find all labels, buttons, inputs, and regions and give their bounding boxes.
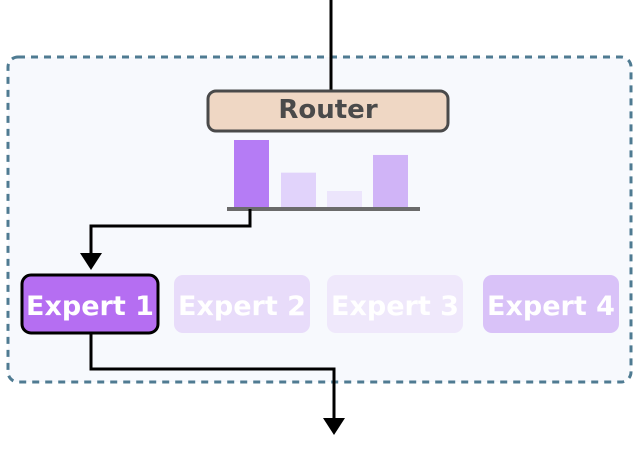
- expert-1-label: Expert 1: [26, 291, 154, 322]
- output-arrowhead: [323, 418, 345, 435]
- output-arrow-line: [89, 333, 336, 420]
- router-label: Router: [278, 95, 377, 125]
- experts-row: Expert 1 Expert 2 Expert 3 Expert 4: [20, 273, 619, 335]
- expert-1: Expert 1: [20, 273, 160, 335]
- route-arrow-to-expert-1: [89, 209, 252, 256]
- router-score-bar-3: [327, 191, 362, 208]
- moe-layer-container: [6, 55, 633, 384]
- router-score-bar-2: [281, 172, 316, 208]
- router-box: [206, 89, 450, 133]
- router-score-bars: [234, 140, 408, 208]
- expert-2-box: [174, 275, 310, 333]
- router-node: Router: [206, 89, 450, 133]
- expert-3-box: [327, 275, 463, 333]
- expert-4-label: Expert 4: [487, 291, 615, 322]
- expert-3-label: Expert 3: [331, 291, 459, 322]
- expert-4: Expert 4: [483, 275, 619, 333]
- route-arrowhead-to-expert-1: [80, 253, 102, 270]
- router-score-bar-4: [373, 154, 408, 208]
- expert-2-label: Expert 2: [178, 291, 306, 322]
- expert-4-box: [483, 275, 619, 333]
- expert-3: Expert 3: [327, 275, 463, 333]
- expert-2: Expert 2: [174, 275, 310, 333]
- router-score-bar-1: [234, 140, 269, 208]
